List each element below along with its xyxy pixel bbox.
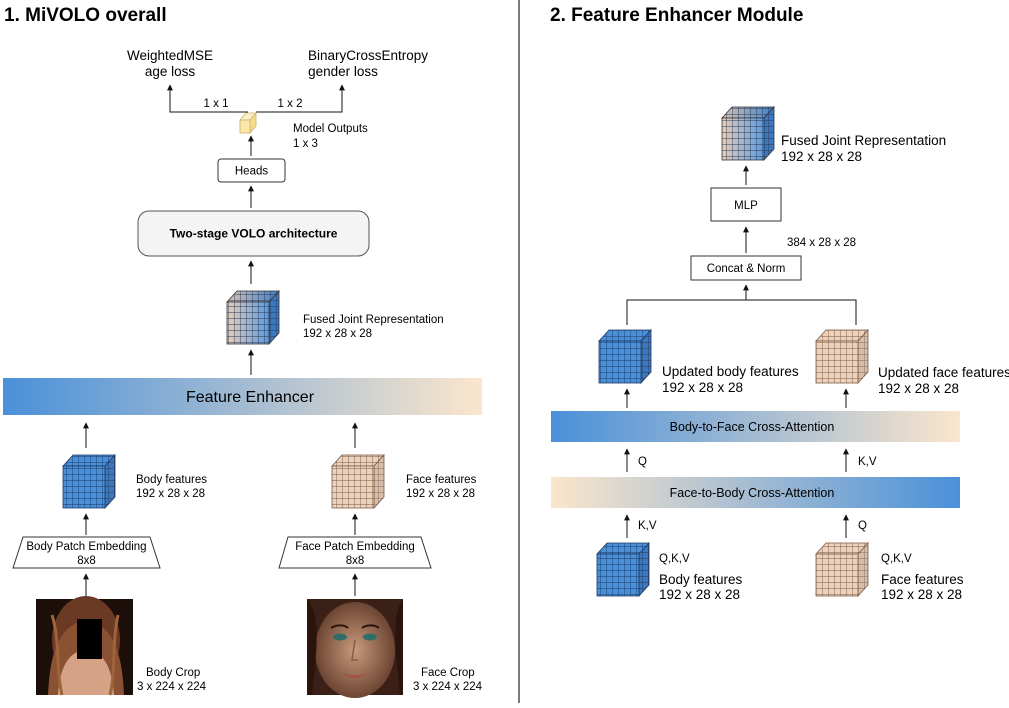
q-label-upper: Q: [638, 456, 647, 468]
face-features-dims: 192 x 28 x 28: [406, 488, 475, 500]
face-features-cube: [331, 453, 385, 510]
face-to-body-attention-bar: [551, 477, 960, 508]
heads-label: Heads: [235, 166, 268, 178]
gender-dim-label: 1 x 2: [278, 98, 303, 110]
age-dim-label: 1 x 1: [204, 98, 229, 110]
face-crop-dims: 3 x 224 x 224: [413, 681, 483, 693]
model-outputs-label: Model Outputs: [293, 123, 368, 135]
merge-connector: [626, 299, 857, 325]
q-label-lower: Q: [858, 520, 867, 532]
face-features-label-right: Face features: [881, 572, 964, 587]
body-patch-embedding-box: [12, 536, 161, 569]
face-qkv-label: Q,K,V: [881, 553, 912, 565]
face-patch-embedding-label: Face Patch Embedding: [295, 541, 415, 553]
concat-norm-box: [690, 255, 802, 281]
face-to-body-attention-label: Face-to-Body Cross-Attention: [670, 486, 835, 500]
body-features-cube-right: [596, 541, 650, 598]
heads-box: [217, 158, 286, 183]
age-loss-label: WeightedMSE: [127, 48, 213, 63]
body-crop-label: Body Crop: [146, 667, 200, 679]
face-features-dims-right: 192 x 28 x 28: [881, 587, 962, 602]
fused-representation-dims: 192 x 28 x 28: [303, 328, 372, 340]
face-crop-label: Face Crop: [421, 667, 475, 679]
face-patch-embedding-size: 8x8: [346, 555, 365, 567]
face-features-cube-right: [815, 541, 869, 598]
age-output-arrow: [167, 84, 248, 113]
kv-label-upper: K,V: [858, 456, 877, 468]
age-loss-subtitle: age loss: [145, 64, 196, 79]
body-features-dims-right: 192 x 28 x 28: [659, 587, 740, 602]
left-panel-title: 1. MiVOLO overall: [4, 5, 167, 26]
body-patch-embedding-size: 8x8: [77, 555, 96, 567]
body-qkv-label: Q,K,V: [659, 553, 690, 565]
model-outputs-dims: 1 x 3: [293, 138, 318, 150]
face-patch-embedding-box: [278, 536, 432, 569]
gender-loss-label: BinaryCrossEntropy: [308, 48, 428, 63]
concat-dims-label: 384 x 28 x 28: [787, 237, 856, 249]
right-panel-title: 2. Feature Enhancer Module: [550, 5, 803, 26]
mlp-label: MLP: [734, 200, 758, 212]
feature-enhancer-bar: [3, 378, 482, 415]
concat-norm-label: Concat & Norm: [707, 263, 786, 275]
updated-body-features-cube: [598, 328, 652, 385]
fused-representation-label-right: Fused Joint Representation: [781, 133, 946, 148]
body-patch-embedding-label: Body Patch Embedding: [26, 541, 146, 553]
body-features-label-right: Body features: [659, 572, 743, 587]
body-crop-image: [36, 596, 133, 696]
gender-loss-subtitle: gender loss: [308, 64, 378, 79]
volo-architecture-label: Two-stage VOLO architecture: [170, 227, 338, 241]
body-features-label: Body features: [136, 474, 207, 486]
body-to-face-attention-bar: [551, 411, 960, 442]
feature-enhancer-label: Feature Enhancer: [186, 389, 315, 406]
updated-face-features-dims: 192 x 28 x 28: [878, 381, 959, 396]
model-output-vector: [239, 111, 257, 135]
fused-representation-label: Fused Joint Representation: [303, 314, 444, 326]
updated-body-features-label: Updated body features: [662, 364, 799, 379]
fused-representation-cube: [226, 289, 280, 346]
updated-face-features-cube: [815, 328, 869, 385]
face-crop-image: [307, 599, 403, 698]
body-crop-dims: 3 x 224 x 224: [137, 681, 207, 693]
body-features-dims: 192 x 28 x 28: [136, 488, 205, 500]
face-features-label: Face features: [406, 474, 477, 486]
kv-label-lower: K,V: [638, 520, 657, 532]
updated-body-features-dims: 192 x 28 x 28: [662, 380, 743, 395]
fused-representation-cube-right: [721, 105, 775, 162]
updated-face-features-label: Updated face features: [878, 365, 1009, 380]
volo-architecture-box: [137, 210, 370, 257]
mlp-box: [710, 187, 782, 222]
fused-representation-dims-right: 192 x 28 x 28: [781, 149, 862, 164]
body-features-cube: [62, 453, 116, 510]
body-to-face-attention-label: Body-to-Face Cross-Attention: [670, 420, 835, 434]
gender-output-arrow: [256, 84, 345, 113]
